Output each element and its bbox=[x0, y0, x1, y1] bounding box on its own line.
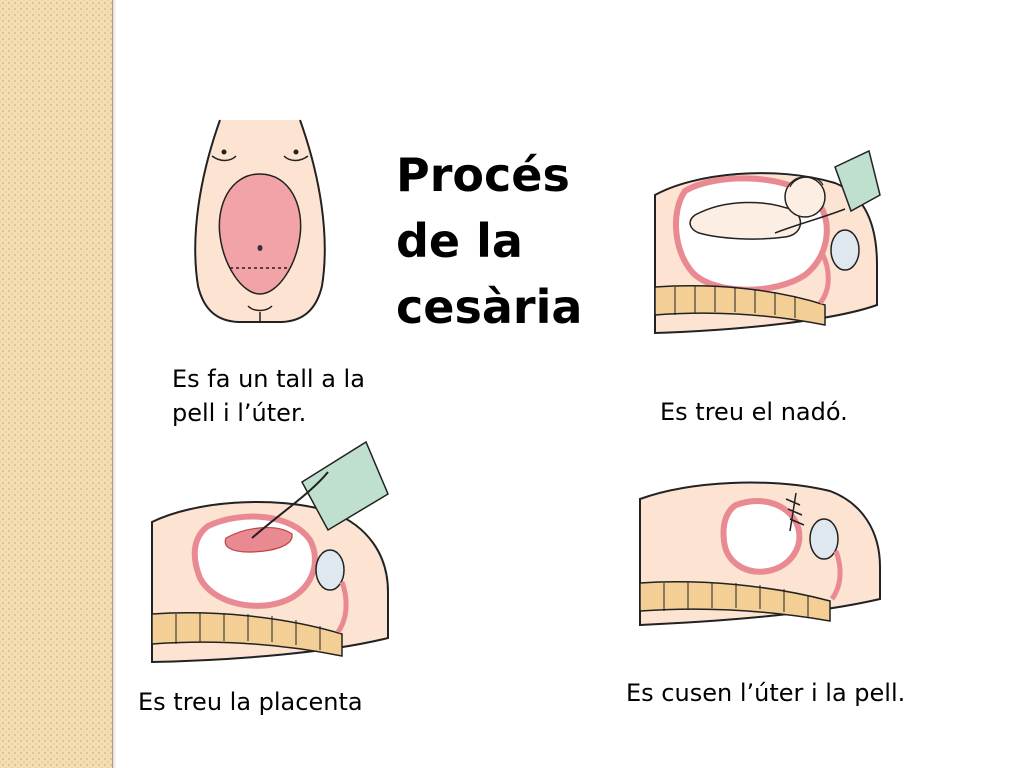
step-3-caption: Es treu la placenta bbox=[138, 688, 363, 716]
step-2-caption: Es treu el nadó. bbox=[660, 398, 848, 426]
title-line: cesària bbox=[396, 280, 583, 334]
abdomen-incision-illustration bbox=[194, 119, 326, 323]
decorative-sidebar bbox=[0, 0, 113, 768]
uterus-shape bbox=[218, 173, 302, 295]
title-line: Procés bbox=[396, 148, 570, 202]
caption-line: Es fa un tall a la bbox=[172, 365, 365, 393]
surgeon-glove bbox=[301, 440, 389, 532]
step-4-caption: Es cusen l’úter i la pell. bbox=[626, 679, 906, 707]
suture-stitches bbox=[785, 492, 805, 532]
step-1-caption: Es fa un tall a la pell i l’úter. bbox=[172, 362, 365, 430]
title-line: de la bbox=[396, 214, 523, 268]
sidebar-shadow bbox=[112, 0, 116, 768]
caption-line: pell i l’úter. bbox=[172, 399, 307, 427]
baby-figure bbox=[689, 176, 826, 240]
surgeon-glove bbox=[834, 149, 881, 213]
slide-title: Procés de la cesària bbox=[396, 142, 616, 340]
uterus-wall bbox=[720, 498, 803, 575]
placenta bbox=[224, 527, 293, 553]
placenta-removal-illustration bbox=[151, 440, 389, 664]
suture-illustration bbox=[639, 481, 881, 627]
baby-removal-illustration bbox=[654, 149, 881, 335]
